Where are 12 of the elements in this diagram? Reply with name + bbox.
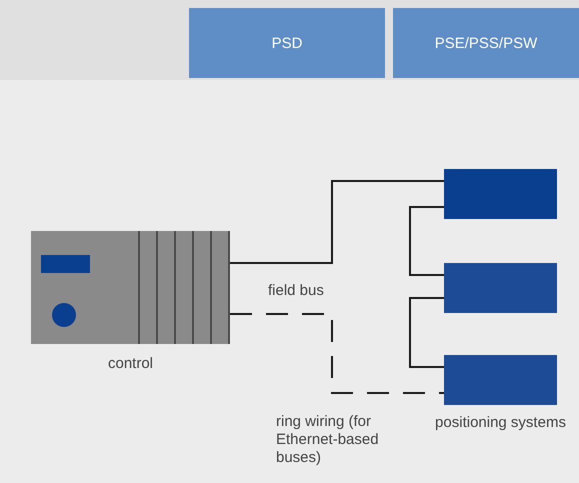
node-caption: control [106,354,154,373]
product-column-header [393,8,579,78]
connector-line [409,206,444,276]
positioning-system-box [444,263,557,313]
positioning-system-box [444,355,557,405]
connector-line [230,180,444,264]
product-column-header [189,8,385,78]
positioning-system-box [444,169,557,219]
node-caption: positioning systems [434,413,567,432]
column-title: PSD [272,34,302,52]
connector-line [409,297,444,368]
column-title: PSE/PSS/PSW [434,34,538,52]
